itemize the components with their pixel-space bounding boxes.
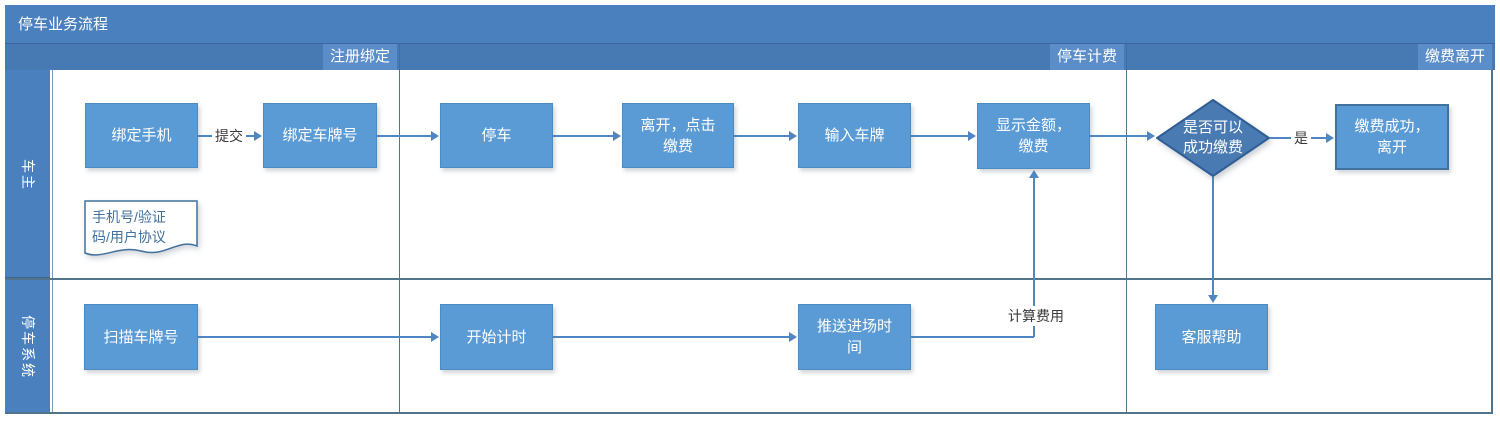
flow-node-scan-plate: 扫描车牌号 <box>84 304 198 370</box>
flow-node-leave-click-pay: 离开，点击缴费 <box>622 103 734 168</box>
flow-node-show-amount-pay: 显示金额，缴费 <box>977 103 1090 169</box>
decision-text: 是否可以成功缴费 <box>1182 119 1243 156</box>
flow-node-bind-plate: 绑定车牌号 <box>263 103 377 168</box>
lane-label-text: 车主 <box>19 158 36 191</box>
edge-arrowhead-calc-fee <box>1029 170 1039 178</box>
edge-arrowhead-yes <box>1326 133 1334 143</box>
lane-label-car-owner: 车主 <box>5 70 50 279</box>
lane-label-parking-system: 停车系统 <box>5 279 50 414</box>
phase-divider-2 <box>1126 70 1127 413</box>
edge-arrowhead-submit <box>254 131 262 141</box>
edge-label-calc-fee: 计算费用 <box>1005 306 1067 326</box>
flow-node-start-timing: 开始计时 <box>440 304 553 370</box>
edge-label-yes: 是 <box>1291 128 1311 148</box>
edge-timing-to-push <box>553 336 790 338</box>
edge-arrowhead-leave-to-enterplate <box>789 131 797 141</box>
edge-arrowhead-timing-to-push <box>789 332 797 342</box>
frame-bottom-border <box>5 412 1493 414</box>
flow-node-bind-phone: 绑定手机 <box>85 103 198 168</box>
flow-node-enter-plate: 输入车牌 <box>798 103 911 168</box>
flow-node-phone-agreement-doc: 手机号/验证码/用户协议 <box>84 200 198 262</box>
phase-header-parking-billing: 停车计费 <box>400 44 1127 70</box>
edge-arrowhead-amount-to-decision <box>1147 131 1155 141</box>
edge-leave-to-enterplate <box>734 135 790 137</box>
edge-arrowhead-scan-to-timing <box>431 332 439 342</box>
phase-label-pay-leave: 缴费离开 <box>1417 44 1492 70</box>
lane-label-column <box>5 70 50 414</box>
phase-band <box>5 44 1495 70</box>
phase-header-register-bind: 注册绑定 <box>5 44 400 70</box>
content-left-border <box>52 70 53 413</box>
phase-divider-1 <box>399 70 400 413</box>
diagram-title: 停车业务流程 <box>18 16 109 33</box>
edge-scan-to-timing <box>198 336 432 338</box>
edge-calc-fee <box>1033 177 1035 337</box>
edge-amount-to-decision <box>1090 135 1148 137</box>
edge-arrowhead-decision-to-service <box>1208 295 1218 303</box>
phase-band-divider-1 <box>399 44 400 70</box>
edge-bindplate-to-park <box>377 135 432 137</box>
frame-right-border <box>1491 70 1493 413</box>
edge-arrowhead-enterplate-to-amount <box>968 131 976 141</box>
phase-label-register-bind: 注册绑定 <box>322 44 397 70</box>
edge-enterplate-to-amount <box>911 135 969 137</box>
flow-node-pay-success-leave: 缴费成功，离开 <box>1335 104 1449 170</box>
edge-park-to-leave <box>553 135 614 137</box>
edge-calc-fee <box>911 336 1034 338</box>
phase-header-pay-leave: 缴费离开 <box>1127 44 1495 70</box>
flow-node-can-pay-succeed: 是否可以成功缴费 <box>1156 99 1270 177</box>
edge-arrowhead-bindplate-to-park <box>431 131 439 141</box>
document-text: 手机号/验证码/用户协议 <box>92 209 166 245</box>
phase-label-parking-billing: 停车计费 <box>1049 44 1124 70</box>
phase-band-divider-2 <box>1126 44 1127 70</box>
diagram-title-bar: 停车业务流程 <box>5 5 1495 44</box>
edge-arrowhead-park-to-leave <box>613 131 621 141</box>
lane-label-text: 停车系统 <box>19 314 36 379</box>
edge-decision-to-service <box>1212 177 1214 296</box>
lane-divider <box>5 278 1493 280</box>
flow-node-park: 停车 <box>440 103 553 168</box>
flow-node-push-entry-time: 推送进场时间 <box>798 304 911 370</box>
edge-label-submit: 提交 <box>212 126 246 146</box>
flow-node-customer-service: 客服帮助 <box>1155 304 1268 370</box>
